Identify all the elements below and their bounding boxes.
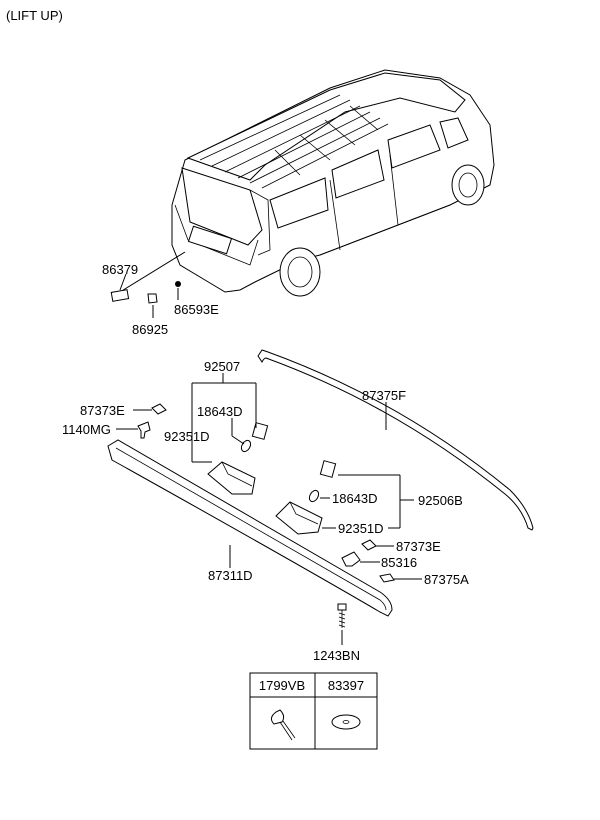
lamp-housing-left bbox=[207, 461, 256, 495]
lamp-housing-right bbox=[275, 501, 323, 535]
part-86925-shape bbox=[147, 293, 158, 304]
callout-1140MG: 1140MG bbox=[62, 422, 111, 437]
callout-86925: 86925 bbox=[132, 322, 168, 337]
callout-92506B: 92506B bbox=[418, 493, 463, 508]
callout-87311D: 87311D bbox=[208, 568, 253, 583]
callout-87373E-right: 87373E bbox=[396, 539, 441, 554]
lamp-socket-right bbox=[319, 460, 337, 478]
legend-header-1799VB: 1799VB bbox=[259, 678, 305, 693]
callout-92351D-right: 92351D bbox=[338, 521, 384, 536]
foam-pad-icon bbox=[331, 714, 361, 730]
callout-87375A: 87375A bbox=[424, 572, 469, 587]
weatherstrip-87375F bbox=[257, 349, 534, 531]
callout-86379: 86379 bbox=[102, 262, 138, 277]
callout-18643D-top: 18643D bbox=[197, 404, 243, 419]
plate-parts bbox=[110, 251, 186, 318]
clip-85316 bbox=[341, 551, 361, 567]
legend-header-83397: 83397 bbox=[328, 678, 364, 693]
lamp-socket-left bbox=[251, 422, 269, 440]
clip-87373E-left bbox=[151, 403, 167, 415]
callout-85316: 85316 bbox=[381, 555, 417, 570]
callout-92507: 92507 bbox=[204, 359, 240, 374]
clip-87373E-right bbox=[361, 539, 377, 551]
view-label: (LIFT UP) bbox=[6, 8, 63, 23]
callout-86593E: 86593E bbox=[174, 302, 219, 317]
part-86379-shape bbox=[110, 289, 130, 302]
pad-87375A bbox=[379, 573, 395, 583]
van-illustration bbox=[171, 69, 495, 297]
screw-1243BN bbox=[337, 603, 347, 628]
tie-strap-icon bbox=[270, 709, 296, 741]
part-86593E-shape bbox=[175, 281, 181, 287]
callout-87373E-left: 87373E bbox=[80, 403, 125, 418]
fastener-1140MG bbox=[137, 421, 151, 439]
bulb-right bbox=[308, 489, 320, 503]
callout-87375F: 87375F bbox=[362, 388, 406, 403]
bulb-left bbox=[240, 439, 252, 453]
legend-table: 1799VB 83397 bbox=[249, 672, 378, 750]
callout-1243BN: 1243BN bbox=[313, 648, 360, 663]
callout-18643D-right: 18643D bbox=[332, 491, 378, 506]
callout-92351D-top: 92351D bbox=[164, 429, 210, 444]
